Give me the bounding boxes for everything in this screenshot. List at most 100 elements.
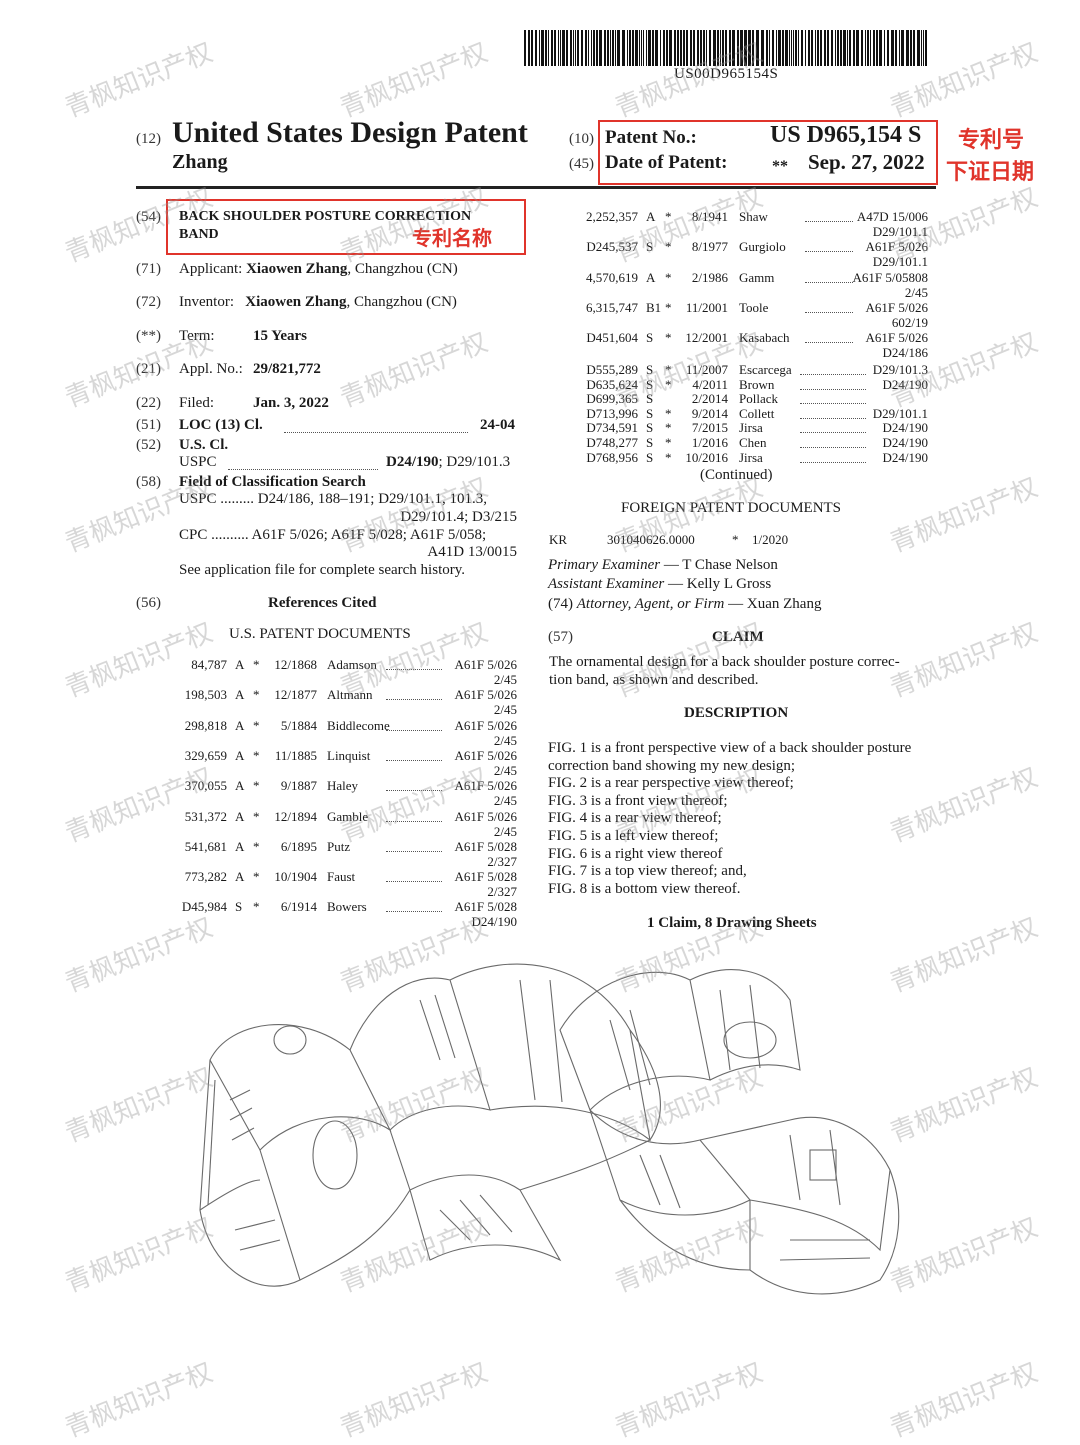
reference-kind: S: [235, 899, 243, 915]
applicant-line: Applicant: Xiaowen Zhang, Changzhou (CN): [179, 261, 458, 278]
code-12: (12): [136, 131, 161, 147]
reference-class: A61F 5/028: [454, 899, 517, 915]
reference-number: 6,315,747: [586, 299, 638, 315]
barcode-bar: [761, 30, 764, 66]
barcode-bar: [923, 30, 924, 66]
barcode-bar: [604, 30, 606, 66]
assistant-examiner-label: Assistant Examiner: [548, 576, 665, 592]
foreign-heading: FOREIGN PATENT DOCUMENTS: [621, 500, 842, 516]
barcode-bar: [873, 30, 875, 66]
reference-number: 2,252,357: [586, 209, 638, 224]
reference-number: D245,537: [586, 239, 638, 255]
reference-kind: S: [646, 420, 654, 436]
barcode-bar: [663, 30, 665, 66]
barcode-bar: [680, 30, 682, 66]
barcode-bar: [697, 30, 699, 66]
barcode-bar: [581, 30, 583, 66]
reference-leader: [805, 241, 853, 253]
reference-kind: A: [235, 869, 245, 885]
barcode-bar: [879, 30, 882, 66]
reference-leader: [386, 689, 442, 701]
code-57: (57): [548, 629, 573, 645]
reference-date: 8/1941: [691, 209, 728, 224]
assistant-examiner-line: Assistant Examiner — Kelly L Gross: [548, 576, 771, 593]
barcode-bar: [756, 30, 759, 66]
barcode-bar: [769, 30, 770, 66]
description-line: FIG. 8 is a bottom view thereof.: [548, 880, 741, 897]
barcode-bar: [849, 30, 851, 66]
references-heading: References Cited: [268, 595, 377, 611]
reference-leader: [800, 393, 866, 405]
barcode-bar: [554, 30, 556, 66]
barcode-bar: [641, 30, 642, 66]
description-line: FIG. 4 is a rear view thereof;: [548, 810, 722, 827]
reference-class: A61F 5/026: [454, 687, 517, 703]
barcode-bar: [560, 30, 561, 66]
barcode-bar: [766, 30, 768, 66]
reference-star: *: [253, 869, 260, 885]
reference-kind: A: [235, 747, 245, 763]
reference-kind: A: [235, 808, 245, 824]
code-52: (52): [136, 437, 161, 453]
inventor-name: Xiaowen Zhang: [245, 294, 347, 310]
reference-number: D748,277: [586, 435, 638, 450]
reference-number: 370,055: [184, 778, 227, 794]
reference-name: Altmann: [327, 687, 373, 703]
barcode-bar: [535, 30, 537, 66]
barcode-bar: [789, 30, 790, 66]
barcode-bar: [840, 30, 842, 66]
reference-class-secondary: D24/186: [882, 345, 929, 361]
reference-number: 329,659: [184, 747, 227, 763]
barcode-bar: [709, 30, 711, 66]
barcode-bar: [677, 30, 679, 66]
reference-leader: [805, 272, 853, 283]
code-term: (**): [136, 328, 161, 344]
code-45: (45): [569, 156, 594, 172]
watermark-text: 青枫知识产权: [335, 762, 492, 849]
reference-class-secondary: 602/19: [891, 314, 928, 330]
reference-kind: S: [646, 449, 654, 465]
uspc-label: USPC: [179, 454, 217, 470]
watermark-text: 青枫知识产权: [60, 37, 217, 124]
field-uspc-line2: D29/101.4; D3/215: [400, 509, 517, 525]
barcode-bar: [585, 30, 587, 66]
barcode-bar: [798, 30, 799, 66]
barcode-bar: [772, 30, 774, 66]
barcode-bar: [588, 30, 589, 66]
reference-date: 1/2016: [691, 435, 728, 450]
reference-class-secondary: 2/327: [487, 884, 517, 900]
reference-class-secondary: D29/101.1: [872, 224, 928, 239]
inventor-surname: Zhang: [172, 151, 228, 173]
reference-kind: A: [235, 838, 245, 854]
reference-leader: [805, 302, 853, 313]
reference-number: D768,956: [586, 449, 638, 465]
reference-name: Shaw: [739, 209, 768, 224]
reference-number: 541,681: [184, 838, 227, 854]
field-cpc-line1: CPC .......... A61F 5/026; A61F 5/028; A…: [179, 527, 487, 543]
barcode-bar: [732, 30, 735, 66]
barcode-bar: [884, 30, 885, 66]
reference-leader: [800, 408, 866, 419]
reference-kind: A: [646, 269, 656, 285]
barcode-bar: [913, 30, 915, 66]
reference-class: A61F 5/026: [454, 808, 517, 824]
barcode-bar: [776, 30, 777, 66]
reference-leader: [386, 720, 442, 731]
reference-number: D699,365: [586, 391, 638, 407]
watermark-text: 青枫知识产权: [885, 472, 1042, 559]
reference-kind: A: [235, 687, 245, 703]
reference-date: 9/2014: [691, 405, 728, 421]
code-54: (54): [136, 209, 161, 225]
applicant-location: , Changzhou (CN): [347, 261, 458, 277]
reference-kind: A: [646, 209, 656, 224]
field-cpc-line2: A41D 13/0015: [427, 544, 517, 560]
reference-kind: S: [646, 239, 654, 255]
primary-examiner-label: Primary Examiner: [548, 557, 661, 573]
barcode-bar: [748, 30, 751, 66]
reference-leader: [386, 841, 442, 852]
attorney-label: Attorney, Agent, or Firm: [576, 596, 725, 612]
filed-value: Jan. 3, 2022: [253, 395, 329, 411]
reference-star: *: [253, 747, 260, 763]
applicant-name: Xiaowen Zhang: [246, 261, 348, 277]
barcode-bar: [824, 30, 826, 66]
